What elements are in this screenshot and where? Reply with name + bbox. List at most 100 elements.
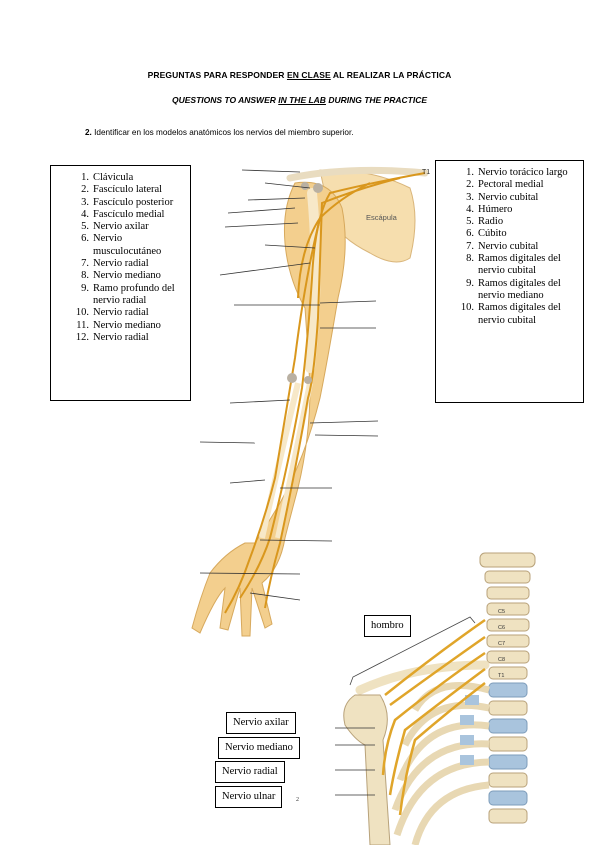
cervical-vertebrae: [479, 552, 536, 824]
list-item-number: 1.: [81, 172, 89, 183]
list-item-number: 1.: [466, 167, 474, 178]
list-item: 2. Pectoral medial: [436, 179, 583, 191]
list-item-text: Pectoral medial: [478, 179, 544, 191]
list-item: 4. Fascículo medial: [51, 209, 190, 221]
label-nervio-axilar: Nervio axilar: [226, 712, 296, 734]
list-item-number: 10.: [460, 302, 474, 314]
list-item: 7. Nervio cubital: [436, 241, 583, 253]
right-ordered-list: 1. Nervio torácico largo 2. Pectoral medial…: [436, 167, 583, 327]
list-item-number: 6.: [81, 233, 89, 245]
list-item: 3.Fascículo posterior: [51, 197, 190, 209]
vertebra-label-c7: C7: [498, 641, 505, 647]
list-item-number: 2.: [466, 179, 474, 191]
list-item: 6. Cúbito: [436, 228, 583, 240]
list-item: 3. Nervio cubital: [436, 192, 583, 204]
label-nervio-ulnar: Nervio ulnar: [215, 786, 283, 808]
list-item: 5. Nervio axilar: [51, 221, 190, 233]
page-subtitle: QUESTIONS TO ANSWER IN THE LAB DURING TH…: [0, 95, 599, 105]
list-item: 8. Ramos digitales del nervio cubital: [436, 253, 583, 278]
list-item-number: 12.: [75, 331, 89, 343]
list-item: 4.Húmero: [436, 204, 583, 216]
vertebra-label-t1: T1: [498, 673, 504, 679]
rib-cartilage: [460, 695, 479, 765]
right-label-list: 1. Nervio torácico largo 2. Pectoral medial…: [435, 160, 584, 403]
page-number: 2: [296, 797, 299, 803]
list-item: 12. Nervio radial: [51, 332, 190, 344]
nerve-paths: [224, 172, 426, 614]
list-item: 1. Clávicula: [51, 172, 190, 184]
spine-leader-lines: [335, 727, 375, 796]
shoulder-bracket: [349, 616, 476, 686]
list-item-text: Nervio cubital: [478, 240, 539, 252]
list-item-number: 10.: [75, 307, 89, 319]
list-item-number: 4.: [81, 208, 89, 220]
list-item-text: Nervio torácico largo: [478, 167, 568, 178]
title-text: PREGUNTAS PARA RESPONDER: [147, 70, 287, 80]
list-item-text: Fascículo posterior: [93, 196, 174, 208]
vertebra-label-c8: C8: [498, 657, 505, 663]
page-title: PREGUNTAS PARA RESPONDER EN CLASE AL REA…: [0, 70, 599, 80]
list-item-number: 2.: [81, 184, 89, 196]
clavicle-bone: [286, 166, 429, 182]
list-item: 5. Radio: [436, 216, 583, 228]
brachial-plexus: [381, 618, 486, 816]
list-item: 2. Fascículo lateral: [51, 184, 190, 196]
title-text-end: AL REALIZAR LA PRÁCTICA: [330, 70, 452, 80]
title-underlined: EN CLASE: [286, 70, 331, 80]
list-item-text: Nervio axilar: [93, 221, 149, 233]
vessel-markers: [287, 182, 323, 384]
list-item-text: Nervio mediano: [93, 270, 161, 282]
humerus-bone: [305, 188, 321, 373]
list-item-text: Húmero: [478, 203, 513, 215]
list-item-number: 6.: [466, 228, 474, 240]
list-item: 9.Ramos digitales del nervio mediano: [436, 278, 583, 303]
list-item-text: Ramos digitales del nervio mediano: [478, 277, 561, 301]
instruction: 2. Identificar en los modelos anatómicos…: [85, 128, 354, 137]
list-item-number: 7.: [81, 258, 89, 270]
subtitle-underlined: IN THE LAB: [278, 95, 326, 105]
spine-shoulder-illustration: C5 C6 C7 C8 T1: [335, 552, 536, 845]
list-item-text: Cúbito: [478, 228, 507, 240]
leader-lines: [199, 169, 379, 601]
list-item: 10. Ramos digitales del nervio cubital: [436, 302, 583, 327]
instruction-text: Identificar en los modelos anatómicos lo…: [91, 128, 354, 137]
label-nervio-mediano: Nervio mediano: [218, 737, 300, 759]
list-item-text: Nervio cubital: [478, 191, 539, 203]
clavicle: [355, 660, 490, 695]
list-item-number: 7.: [466, 240, 474, 252]
list-item-number: 8.: [466, 253, 474, 265]
list-item-number: 3.: [466, 191, 474, 203]
list-item-number: 5.: [81, 221, 89, 233]
subtitle-text-end: DURING THE PRACTICE: [325, 95, 428, 105]
list-item-text: Nervio radial: [93, 258, 149, 270]
vertebra-label-c6: C6: [498, 625, 505, 631]
list-item-text: Nervio musculocutáneo: [93, 233, 162, 257]
list-item-text: Ramos digitales del nervio cubital: [478, 302, 561, 326]
list-item-number: 9.: [81, 282, 89, 294]
t1-label: T1: [422, 169, 430, 176]
list-item-text: Fascículo lateral: [93, 184, 163, 196]
list-item: 11. Nervio mediano: [51, 320, 190, 332]
list-item-text: Ramos digitales del nervio cubital: [478, 253, 561, 277]
vertebra-labels: C5 C6 C7 C8 T1: [498, 609, 505, 679]
list-item-text: Fascículo medial: [93, 208, 165, 220]
list-item-text: Nervio mediano: [93, 319, 161, 331]
list-item: 6. Nervio musculocutáneo: [51, 233, 190, 258]
label-nervio-radial: Nervio radial: [215, 761, 285, 783]
list-item-text: Nervio radial: [93, 331, 149, 343]
list-item-number: 8.: [81, 270, 89, 282]
list-item: 10. Nervio radial: [51, 307, 190, 319]
label-hombro: hombro: [364, 615, 411, 637]
subtitle-text: QUESTIONS TO ANSWER: [171, 95, 279, 105]
list-item-number: 5.: [466, 216, 474, 228]
list-item-number: 11.: [76, 319, 89, 331]
list-item-text: Radio: [478, 216, 504, 228]
list-item-text: Clávicula: [93, 172, 134, 183]
list-item: 7. Nervio radial: [51, 258, 190, 270]
list-item-text: Ramo profundo del nervio radial: [93, 282, 175, 306]
arm-nerves-illustration: Escápula T1: [191, 166, 430, 637]
list-item-text: Nervio radial: [93, 307, 149, 319]
ribs: [391, 682, 490, 845]
